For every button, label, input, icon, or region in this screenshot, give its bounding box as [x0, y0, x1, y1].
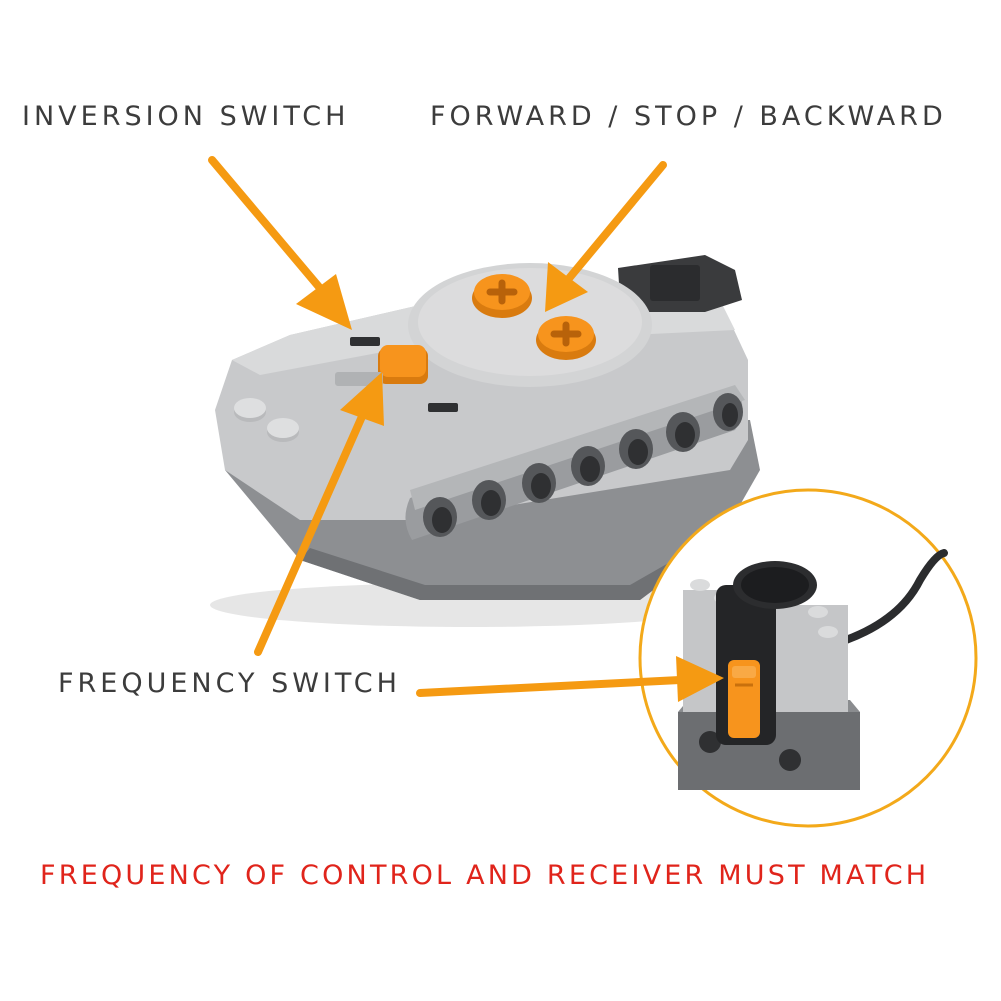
forward-stop-backward-knob-1	[472, 274, 532, 318]
frequency-switch-arrow-receiver	[416, 656, 724, 702]
receiver-frequency-switch	[728, 660, 760, 738]
inversion-switch-label: INVERSION SWITCH	[22, 101, 350, 132]
frequency-switch-arrow-remote	[254, 372, 384, 656]
forward-stop-backward-knob-2	[536, 316, 596, 360]
ir-receiver-inset	[638, 488, 978, 828]
frequency-match-note: FREQUENCY OF CONTROL AND RECEIVER MUST M…	[40, 860, 930, 891]
forward-stop-backward-label: FORWARD / STOP / BACKWARD	[430, 101, 947, 132]
frequency-switch-label: FREQUENCY SWITCH	[58, 668, 401, 699]
forward-stop-backward-arrow	[545, 161, 667, 312]
inversion-switch-arrow	[208, 156, 352, 330]
inversion-switch-slot	[350, 337, 380, 346]
ir-receiver-icon	[678, 549, 948, 790]
ir-remote-control-icon	[210, 255, 760, 627]
callout-arrows	[208, 156, 724, 702]
